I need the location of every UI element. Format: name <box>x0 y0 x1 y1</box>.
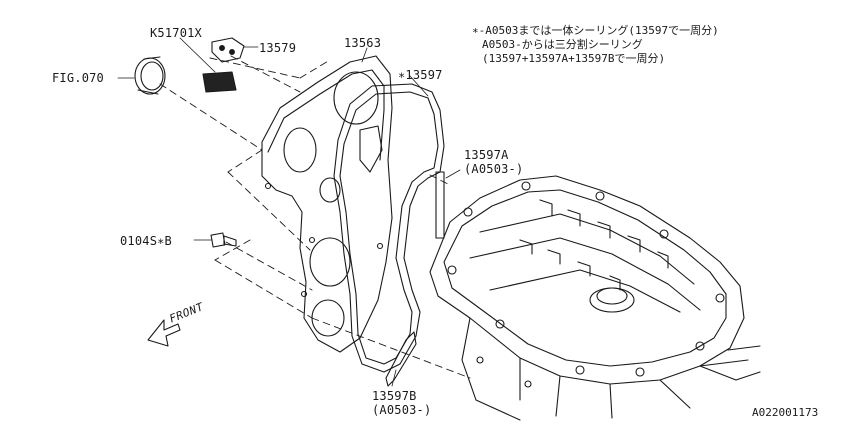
dashed-leader-lines <box>159 55 471 379</box>
label-13597a-range: (A0503-) <box>464 162 524 176</box>
bolt-0104s-part <box>193 232 237 248</box>
sealing-note: ∗-A0503までは一体シーリング(13597で一周分) A0503-からは三分… <box>472 24 719 66</box>
label-13597b-range: (A0503-) <box>372 403 432 417</box>
note-line-3: (13597+13597A+13597Bで一周分) <box>482 52 666 65</box>
k51701x-plate-part <box>179 37 237 93</box>
label-fig070: FIG.070 <box>52 71 104 85</box>
engine-cylinder-head-part <box>429 175 761 421</box>
label-13597: ∗13597 <box>398 68 443 82</box>
gasket-13597-part <box>333 75 445 373</box>
label-0104s: 0104S∗B <box>120 234 172 248</box>
label-13579: 13579 <box>259 41 297 55</box>
label-13597a: 13597A <box>464 148 509 162</box>
note-line-2: A0503-からは三分割シーリング <box>482 38 643 51</box>
reference-number: A022001173 <box>752 406 819 419</box>
front-arrow-icon <box>147 319 181 347</box>
gasket-13597a-part <box>435 169 461 239</box>
flange-13579-part <box>211 37 259 63</box>
note-line-1: ∗-A0503までは一体シーリング(13597で一周分) <box>472 24 719 37</box>
label-13597b: 13597B <box>372 389 417 403</box>
gasket-13597b-part <box>385 331 417 387</box>
timing-belt-cover-13563-part <box>261 47 393 353</box>
label-13563: 13563 <box>344 36 382 50</box>
label-k51701x: K51701X <box>150 26 202 40</box>
fig070-cap-part <box>117 56 166 95</box>
